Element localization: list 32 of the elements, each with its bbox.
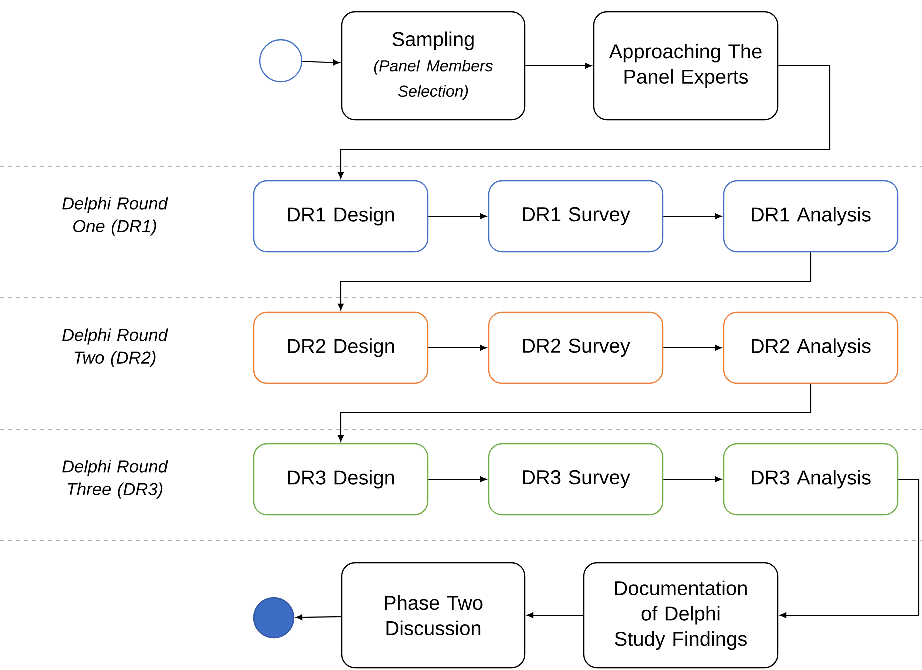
arrow	[780, 478, 920, 618]
process-box: DR2 Design	[253, 312, 429, 384]
process-box: DR2 Survey	[488, 312, 664, 384]
arrow	[664, 345, 722, 351]
arrow	[526, 63, 592, 69]
process-box: DR1 Survey	[488, 180, 664, 253]
arrow	[664, 214, 722, 220]
process-box: DR3 Design	[253, 443, 429, 516]
process-box: DR1 Analysis	[723, 180, 899, 253]
process-box: Approaching The Panel Experts	[593, 11, 779, 121]
process-box: Sampling (Panel Members Selection)	[341, 11, 526, 121]
arrow	[428, 214, 487, 220]
process-box: DR3 Survey	[488, 443, 664, 516]
arrow	[296, 614, 342, 620]
process-box: DR2 Analysis	[723, 312, 899, 384]
process-box: DR3 Analysis	[723, 443, 899, 516]
arrow	[428, 345, 487, 351]
arrow	[338, 65, 831, 179]
process-box: Phase Two Discussion	[341, 562, 526, 669]
process-box: DR1 Design	[253, 180, 429, 253]
end-circle	[253, 597, 295, 639]
start-circle	[259, 39, 303, 83]
process-box: Documentation of Delphi Study Findings	[583, 562, 779, 669]
arrow	[338, 384, 812, 442]
arrow	[527, 612, 584, 618]
arrow	[664, 476, 722, 482]
arrow	[428, 476, 487, 482]
lane-label: Delphi Round One (DR1)	[62, 197, 168, 236]
lane-label: Delphi Round Two (DR2)	[62, 328, 168, 368]
arrow	[302, 60, 340, 66]
arrow	[338, 252, 812, 310]
lane-label: Delphi Round Three (DR3)	[62, 460, 168, 499]
